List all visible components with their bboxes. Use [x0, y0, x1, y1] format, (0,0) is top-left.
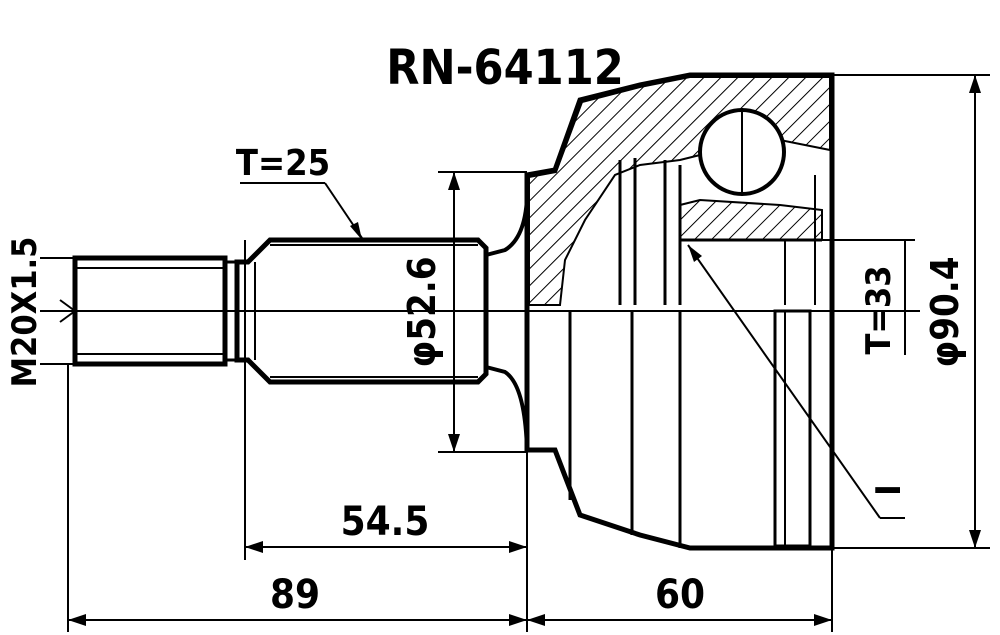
dim-length-bell — [527, 548, 833, 632]
length-shaft-label: 54.5 — [341, 499, 430, 545]
dim-shaft-diameter — [438, 171, 527, 453]
outer-diameter-label: φ90.4 — [923, 256, 967, 367]
shaft-diameter-label: φ52.6 — [400, 256, 444, 367]
dim-thread — [40, 257, 75, 365]
dim-length-shaft — [244, 240, 528, 632]
length-bell-label: 60 — [655, 572, 705, 618]
thread-label: M20X1.5 — [5, 237, 45, 388]
dim-spline-teeth-inner — [680, 239, 915, 355]
callout-leader — [687, 244, 905, 519]
part-number-title: RN-64112 — [386, 40, 624, 96]
length-total-label: 89 — [270, 572, 320, 618]
spline-teeth-outer-label: T=25 — [236, 143, 330, 184]
callout-label: I — [869, 484, 909, 495]
threaded-end — [59, 255, 239, 367]
spline-teeth-inner-label: T=33 — [859, 265, 899, 354]
dim-outer-diameter — [832, 74, 990, 549]
shaft-neck — [485, 174, 530, 451]
spline-teeth-outer-leader — [240, 182, 363, 240]
dim-length-total — [67, 364, 527, 632]
bell-housing — [524, 72, 835, 551]
